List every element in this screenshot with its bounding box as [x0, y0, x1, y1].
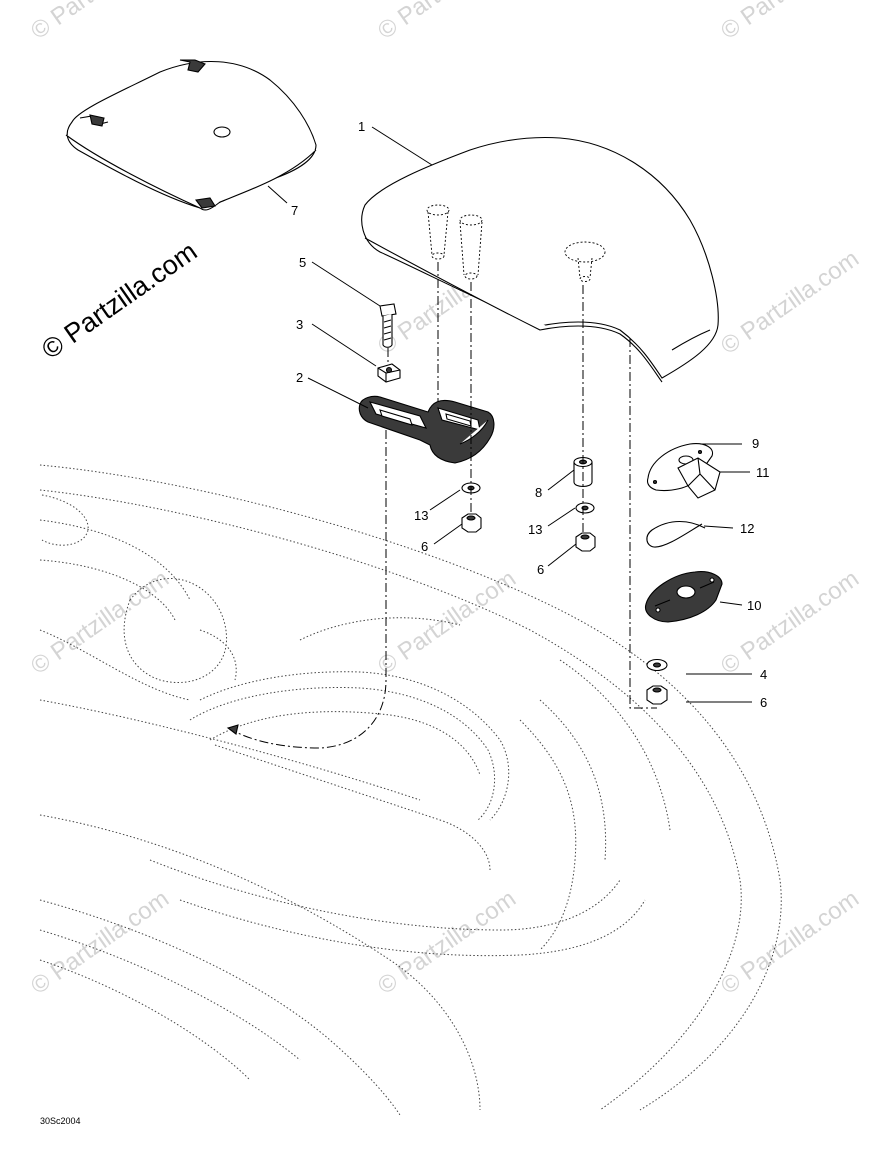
callout-9: 9 [752, 436, 759, 451]
leader-lines [267, 126, 752, 703]
part-6-nut-right [646, 685, 668, 705]
callout-11: 11 [756, 465, 770, 480]
callout-6-right: 6 [760, 695, 767, 710]
watermark: © Partzilla.com [373, 0, 521, 45]
watermark: © Partzilla.com [26, 0, 174, 45]
part-6-nut-left [461, 513, 482, 533]
callout-6-left: 6 [421, 539, 428, 554]
callout-4: 4 [760, 667, 767, 682]
callout-6-center: 6 [537, 562, 544, 577]
callout-3: 3 [296, 317, 303, 332]
callout-13-left: 13 [414, 508, 428, 523]
callout-labels: 1 2 3 4 5 6 6 6 7 8 9 10 11 12 13 13 [291, 119, 770, 710]
brand-watermark: © Partzilla.com [36, 236, 202, 365]
part-10-latch [645, 571, 723, 623]
watermark: © Partzilla.com [716, 245, 864, 360]
part-2-bracket [358, 395, 495, 464]
part-1-base [361, 136, 719, 383]
part-4-washer [646, 658, 668, 672]
assembly-lines [226, 262, 657, 749]
drawing-code: 30Sc2004 [40, 1116, 81, 1126]
callout-1: 1 [358, 119, 365, 134]
watermark: © Partzilla.com [716, 565, 864, 680]
watermark: © Partzilla.com [26, 565, 174, 680]
part-6-nut-center [575, 532, 596, 552]
callout-7: 7 [291, 203, 298, 218]
hull-outline [39, 464, 782, 1116]
watermark: © Partzilla.com [373, 885, 521, 1000]
callout-2: 2 [296, 370, 303, 385]
watermark: © Partzilla.com [716, 0, 864, 45]
callout-10: 10 [747, 598, 761, 613]
watermark: © Partzilla.com [716, 885, 864, 1000]
callout-5: 5 [299, 255, 306, 270]
callout-13-center: 13 [528, 522, 542, 537]
callout-12: 12 [740, 521, 754, 536]
part-11-clip [677, 457, 721, 499]
part-13-washer-center [575, 502, 595, 514]
callout-8: 8 [535, 485, 542, 500]
part-7-cover [65, 59, 317, 211]
part-3-square-nut [377, 363, 401, 383]
part-5-bolt [379, 303, 397, 348]
part-12-spring-pin [646, 520, 706, 548]
